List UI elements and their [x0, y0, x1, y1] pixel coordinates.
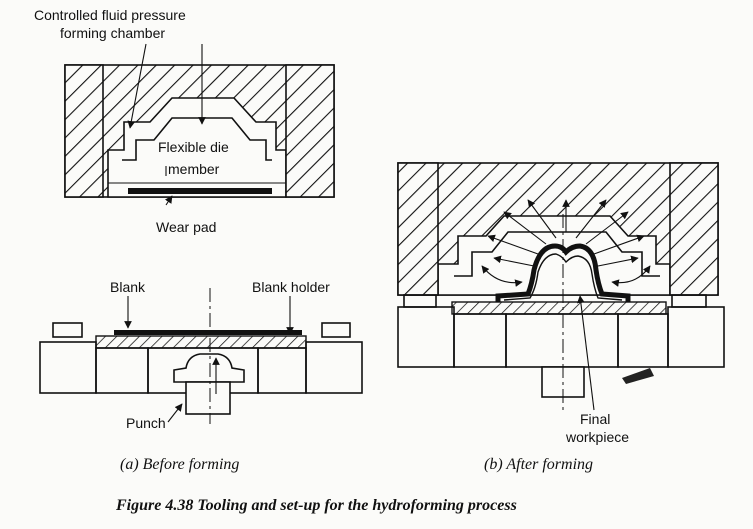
label-blank-holder: Blank holder — [252, 279, 330, 295]
blank-holder-a — [95, 335, 307, 349]
lower-tooling-a — [39, 288, 363, 424]
formed-workpiece-b — [495, 243, 631, 302]
leader-final-workpiece — [577, 295, 595, 411]
blank-sheet-a — [114, 330, 302, 335]
press-head-a — [64, 64, 335, 198]
figure-caption: Figure 4.38 Tooling and set-up for the h… — [115, 497, 517, 514]
caption-before-forming: (a) Before forming — [120, 456, 239, 473]
pressure-arrows-b — [481, 199, 651, 287]
label-controlled-fluid-pressure: Controlled fluid pressure — [34, 7, 186, 23]
label-workpiece: workpiece — [565, 429, 629, 445]
leader-chamber-left — [127, 43, 147, 129]
label-member: member — [168, 161, 220, 177]
label-forming-chamber: forming chamber — [60, 25, 165, 41]
label-punch: Punch — [126, 415, 166, 431]
label-blank: Blank — [110, 279, 146, 295]
label-wear-pad: Wear pad — [156, 219, 216, 235]
leader-wear-pad — [164, 195, 173, 206]
press-head-b — [397, 162, 719, 308]
lower-tooling-b — [397, 214, 725, 410]
wear-pad-a — [128, 188, 272, 194]
blank-holder-b — [451, 301, 667, 315]
caption-after-forming: (b) After forming — [484, 456, 593, 473]
label-flexible-die: Flexible die — [158, 139, 229, 155]
punch-a — [173, 353, 245, 383]
label-final: Final — [580, 411, 610, 427]
leader-punch — [167, 403, 183, 423]
